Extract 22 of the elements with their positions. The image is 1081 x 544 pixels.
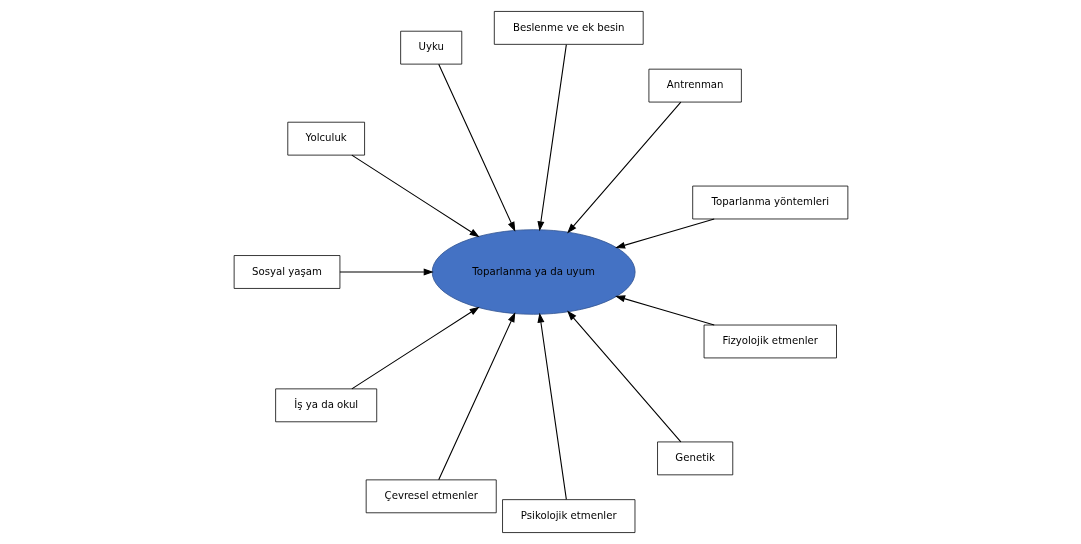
arrow: [350, 306, 480, 390]
node-box: Çevresel etmenler: [365, 479, 497, 514]
arrow: [536, 312, 567, 500]
node-box: Toparlanma yöntemleri: [691, 185, 848, 220]
node-box: Sosyal yaşam: [233, 255, 340, 289]
node-box: Psikolojik etmenler: [501, 499, 635, 533]
node-box: İş ya da okul: [274, 388, 377, 423]
arrow: [566, 101, 681, 234]
node-box: Fizyolojik etmenler: [703, 324, 837, 359]
arrow: [437, 312, 515, 481]
arrow: [536, 44, 567, 232]
node-box: Uyku: [399, 30, 462, 65]
node-box: Beslenme ve ek besin: [493, 11, 644, 45]
node-box: Yolculuk: [286, 121, 365, 156]
arrow: [614, 295, 715, 326]
arrow: [338, 268, 434, 276]
arrow: [437, 63, 515, 232]
node-box: Antrenman: [648, 68, 742, 103]
arrow: [614, 218, 715, 249]
arrow: [566, 310, 681, 443]
arrow: [350, 154, 480, 238]
node-box: Genetik: [656, 441, 733, 476]
